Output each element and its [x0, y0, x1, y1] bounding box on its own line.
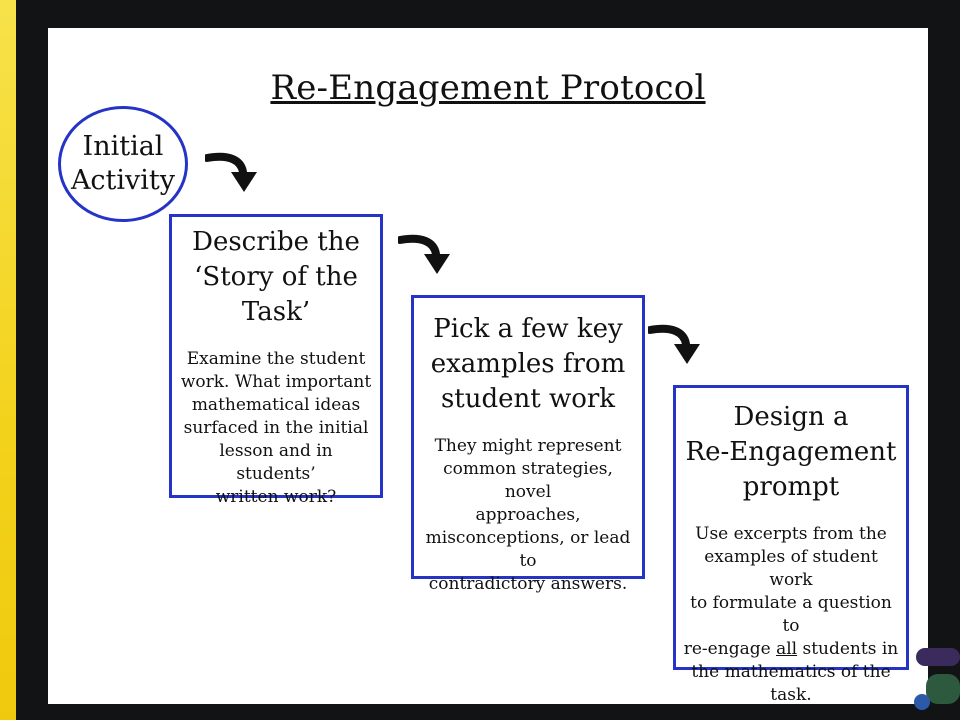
corner-logo-icon	[914, 648, 960, 710]
step-3-body-line: to formulate a question to	[690, 593, 892, 636]
step-1-body: Examine the student work. What important…	[180, 348, 372, 509]
initial-activity-line-2: Activity	[70, 165, 176, 196]
step-1-heading-line: ‘Story of the	[194, 262, 358, 292]
step-3-heading-line: prompt	[742, 472, 840, 502]
initial-activity-line-1: Initial	[82, 131, 164, 162]
step-1-heading: Describe the ‘Story of the Task’	[180, 225, 372, 330]
initial-activity-node: Initial Activity	[58, 106, 188, 222]
slide-canvas: Re-Engagement Protocol Initial Activity …	[48, 28, 928, 705]
yellow-side-strip	[0, 0, 16, 720]
step-2-heading-line: examples from	[430, 349, 626, 379]
step-2-body: They might represent common strategies, …	[420, 435, 636, 596]
step-3-body-line: the mathematics of the	[691, 662, 891, 682]
step-2-heading: Pick a few key examples from student wor…	[420, 312, 636, 417]
step-3-heading-line: Design a	[733, 402, 849, 432]
step-3-body: Use excerpts from the examples of studen…	[682, 523, 900, 707]
step-2-heading-line: Pick a few key	[433, 314, 623, 344]
step-1-body-line: work. What important	[180, 372, 372, 392]
step-3-body-line: re-engage all students in	[682, 638, 900, 661]
curved-down-arrow-icon	[205, 152, 257, 192]
step-2-body-line: approaches,	[475, 505, 581, 525]
step-3-body-line: examples of student work	[704, 547, 878, 590]
step-1-heading-line: Task’	[241, 297, 311, 327]
diagram-title: Re-Engagement Protocol	[270, 68, 706, 108]
step-3-heading: Design a Re-Engagement prompt	[682, 400, 900, 505]
step-describe-story: Describe the ‘Story of the Task’ Examine…	[169, 214, 383, 507]
step-2-body-line: common strategies, novel	[443, 459, 613, 502]
all-emphasis: all	[776, 639, 798, 659]
step-2-heading-line: student work	[440, 384, 616, 414]
step-pick-examples: Pick a few key examples from student wor…	[411, 295, 645, 594]
step-2-body-line: They might represent	[434, 436, 622, 456]
step-1-body-line: lesson and in students’	[219, 441, 333, 484]
step-design-prompt: Design a Re-Engagement prompt Use excerp…	[673, 385, 909, 705]
step-1-body-line: Examine the student	[186, 349, 366, 369]
step-1-heading-line: Describe the	[192, 227, 360, 257]
step-3-body-line: task.	[770, 685, 812, 705]
step-1-body-line: surfaced in the initial	[183, 418, 369, 438]
step-2-body-line: contradictory answers.	[428, 574, 628, 594]
step-3-body-text: students in	[797, 639, 899, 659]
step-1-body-line: written work?	[215, 487, 337, 507]
step-3-heading-line: Re-Engagement	[685, 437, 897, 467]
step-3-body-text: re-engage	[683, 639, 777, 659]
curved-down-arrow-icon	[398, 234, 450, 274]
step-3-body-line: Use excerpts from the	[695, 524, 887, 544]
step-1-body-line: mathematical ideas	[191, 395, 361, 415]
step-2-body-line: misconceptions, or lead to	[425, 528, 631, 571]
curved-down-arrow-icon	[648, 324, 700, 364]
